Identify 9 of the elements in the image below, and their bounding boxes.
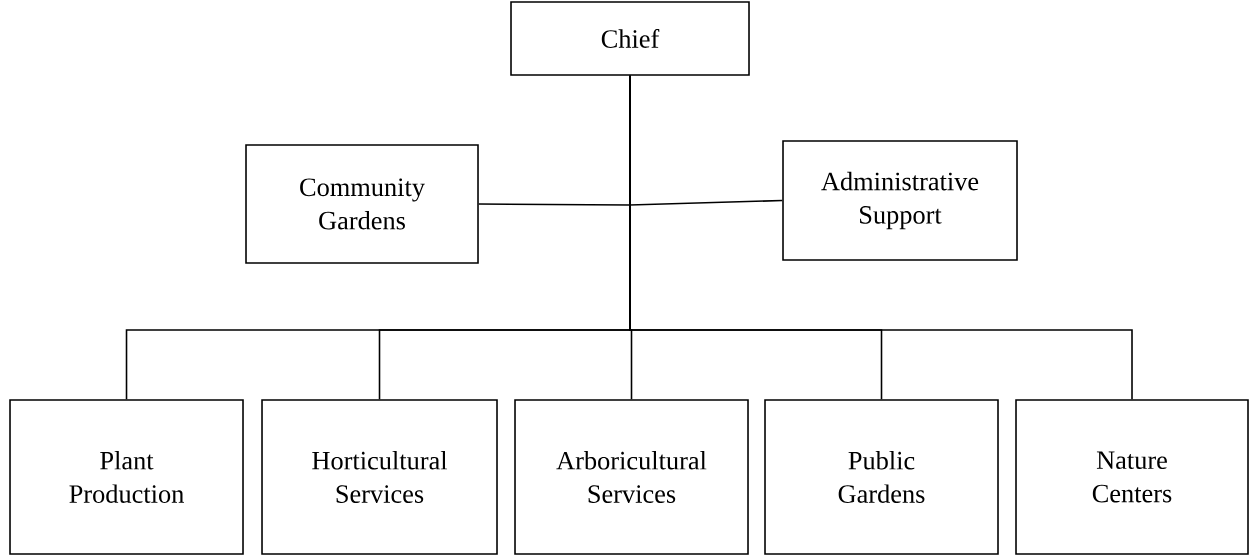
org-box: Plant Production <box>9 399 244 555</box>
org-box: Administrative Support <box>782 140 1018 261</box>
org-box: Community Gardens <box>245 144 479 264</box>
org-box: Horticultural Services <box>261 399 498 555</box>
connector-line <box>629 75 1133 400</box>
org-box: Nature Centers <box>1015 399 1249 555</box>
org-box: Arboricultural Services <box>514 399 749 555</box>
org-box: Chief <box>510 1 750 76</box>
org-box: Public Gardens <box>764 399 999 555</box>
